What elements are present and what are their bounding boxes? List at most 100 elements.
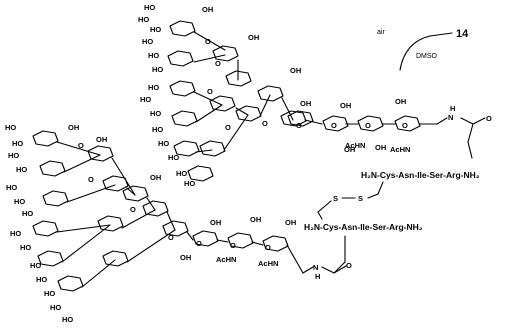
hydroxyl-label: HO — [144, 3, 155, 12]
glycosidic-bond — [304, 119, 323, 125]
acetamido-label: AcHN — [345, 141, 365, 150]
sugar-ring — [209, 95, 236, 112]
oxygen-label: O — [78, 141, 84, 150]
glycosidic-bond — [126, 187, 136, 196]
sugar-ring — [171, 110, 198, 127]
hydroxyl-label: HO — [62, 315, 73, 324]
hydroxyl-label: HO — [148, 83, 159, 92]
sugar-ring — [167, 50, 194, 67]
sugar-ring — [394, 115, 421, 132]
oxygen-label: O — [168, 233, 174, 242]
hydroxyl-label: OH — [248, 33, 259, 42]
amide-bond — [321, 266, 335, 274]
sugar-ring — [199, 140, 226, 157]
sugar-ring — [32, 130, 59, 147]
hydroxyl-label: OH — [210, 218, 221, 227]
hydroxyl-label: HO — [140, 95, 151, 104]
sugar-ring — [97, 215, 124, 232]
glycosidic-bond — [193, 54, 226, 63]
oxygen-label: O — [215, 59, 221, 68]
hydroxyl-label: HO — [150, 109, 161, 118]
glycosidic-bond — [195, 149, 213, 153]
sugar-ring — [187, 165, 214, 182]
sugar-ring — [32, 220, 59, 237]
lower-amide-linker: N H O — [302, 235, 352, 281]
hydroxyl-label: HO — [8, 151, 19, 160]
hydroxyl-label: HO — [36, 275, 47, 284]
sugar-ring — [162, 220, 189, 237]
reagent-dmso: DMSO — [416, 53, 438, 60]
glycosidic-bond — [186, 231, 194, 241]
glycosidic-bond — [121, 209, 156, 229]
hydroxyl-label: HO — [16, 165, 27, 174]
sugar-ring — [142, 200, 169, 217]
sulfur-1: S — [358, 194, 363, 203]
amide-bond — [302, 266, 314, 274]
glycosidic-bond — [251, 241, 264, 246]
oxygen-label: O — [225, 123, 231, 132]
hydroxyl-label: OH — [250, 215, 261, 224]
sugar-ring — [169, 80, 196, 97]
amide-bond — [436, 117, 448, 125]
sugar-ring — [257, 85, 284, 102]
hydroxyl-label: OH — [290, 66, 301, 75]
hydroxyl-label: HO — [168, 153, 179, 162]
hydroxyl-label: HO — [30, 261, 41, 270]
compound-number: 14 — [456, 28, 469, 40]
hydroxyl-label: OH — [180, 253, 191, 262]
chain-bond — [467, 123, 474, 143]
amide-n: N — [448, 113, 453, 122]
amide-h: H — [315, 272, 320, 281]
oxygen-label: O — [88, 175, 94, 184]
sugar-ring — [37, 250, 64, 267]
hydroxyl-label: OH — [375, 143, 386, 152]
hydroxyl-label: HO — [14, 197, 25, 206]
upper-peptide: H₂N-Cys-Asn-Ile-Ser-Arg-NH₂ — [361, 170, 480, 180]
hydroxyl-label: OH — [344, 145, 355, 154]
sugar-ring — [57, 275, 84, 292]
sugar-ring — [357, 115, 384, 132]
hydroxyl-label: HO — [44, 289, 55, 298]
sugar-ring — [42, 190, 69, 207]
lower-peptide: H₂N-Cys-Asn-Ile-Ser-Arg-NH₂ — [304, 222, 423, 232]
amide-h: H — [450, 104, 455, 113]
glycosidic-bond — [56, 141, 101, 156]
glycosidic-bond — [193, 91, 223, 106]
glycosidic-bond — [259, 94, 271, 117]
sugar-ring — [169, 20, 196, 37]
oxygen-label: O — [230, 241, 236, 250]
hydroxyl-label: HO — [184, 179, 195, 188]
cys-ch2-bond — [377, 181, 384, 195]
disulfide-bridge: S S H₂N-Cys-Asn-Ile-Ser-Arg-NH₂ — [304, 181, 423, 232]
hydroxyl-label: OH — [202, 5, 213, 14]
sugar-ring — [322, 115, 349, 132]
hydroxyl-label: HO — [20, 243, 31, 252]
glycosidic-bond — [195, 104, 223, 123]
oxygen-label: O — [365, 121, 371, 130]
reaction-conditions: air 14 DMSO — [377, 28, 469, 71]
sugar-ring — [192, 230, 219, 247]
sugar-ring — [102, 250, 129, 267]
hydroxyl-label: HO — [138, 15, 149, 24]
acetamido-label: AcHN — [390, 145, 410, 154]
oxygen-label: O — [402, 121, 408, 130]
sugar-ring — [122, 185, 149, 202]
acetamido-label: AcHN — [258, 259, 278, 268]
hydroxyl-label: OH — [150, 173, 161, 182]
glycosidic-bond — [281, 97, 294, 121]
amide-bond — [460, 117, 474, 125]
glycosidic-bond — [111, 157, 136, 196]
chain-bond — [467, 141, 473, 159]
sugar-ring — [280, 110, 307, 127]
glycosidic-bond — [81, 259, 116, 288]
s-bond — [367, 193, 379, 199]
hydroxyl-label: HO — [50, 303, 61, 312]
sugar-ring — [102, 175, 129, 192]
hydroxyl-label: OH — [395, 97, 406, 106]
oxygen-label: O — [331, 121, 337, 130]
glycosidic-bond — [193, 31, 226, 51]
sugar-ring — [227, 232, 254, 249]
